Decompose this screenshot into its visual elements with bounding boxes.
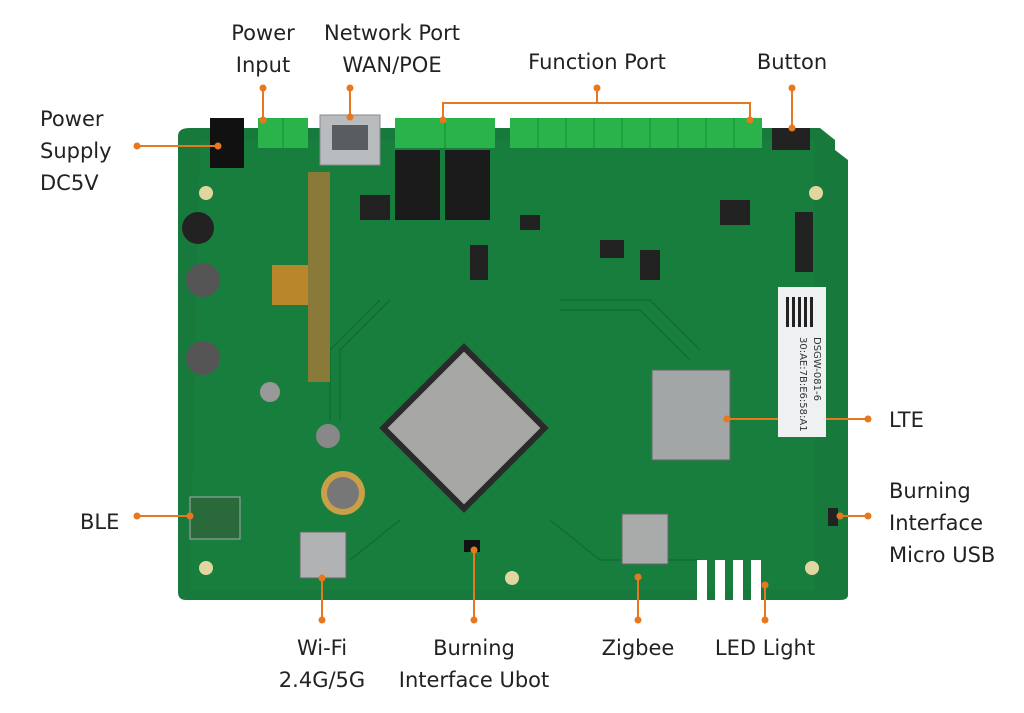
ble-module xyxy=(189,496,241,540)
label-lte: LTE xyxy=(889,408,924,432)
callout-lines xyxy=(137,88,868,620)
sticker-mac: 30:AE:7B:E6:58:A1 xyxy=(797,337,808,432)
label-function-port: Function Port xyxy=(528,50,666,74)
label-zigbee: Zigbee xyxy=(601,636,675,660)
wifi-module xyxy=(299,531,347,579)
dc-jack xyxy=(210,118,244,168)
zigbee-module xyxy=(621,513,669,565)
label-ble: BLE xyxy=(80,510,120,534)
lte-module xyxy=(651,369,731,461)
sticker-model: DSGW-081-6 xyxy=(811,337,822,401)
callout-dots xyxy=(133,84,872,624)
terminal-blocks xyxy=(258,118,762,148)
button-switch xyxy=(772,128,810,150)
qr-sticker: DSGW-081-6 30:AE:7B:E6:58:A1 xyxy=(778,287,826,437)
label-led-light: LED Light xyxy=(714,636,816,660)
label-button: Button xyxy=(756,50,828,74)
qr-code-icon xyxy=(786,297,816,327)
